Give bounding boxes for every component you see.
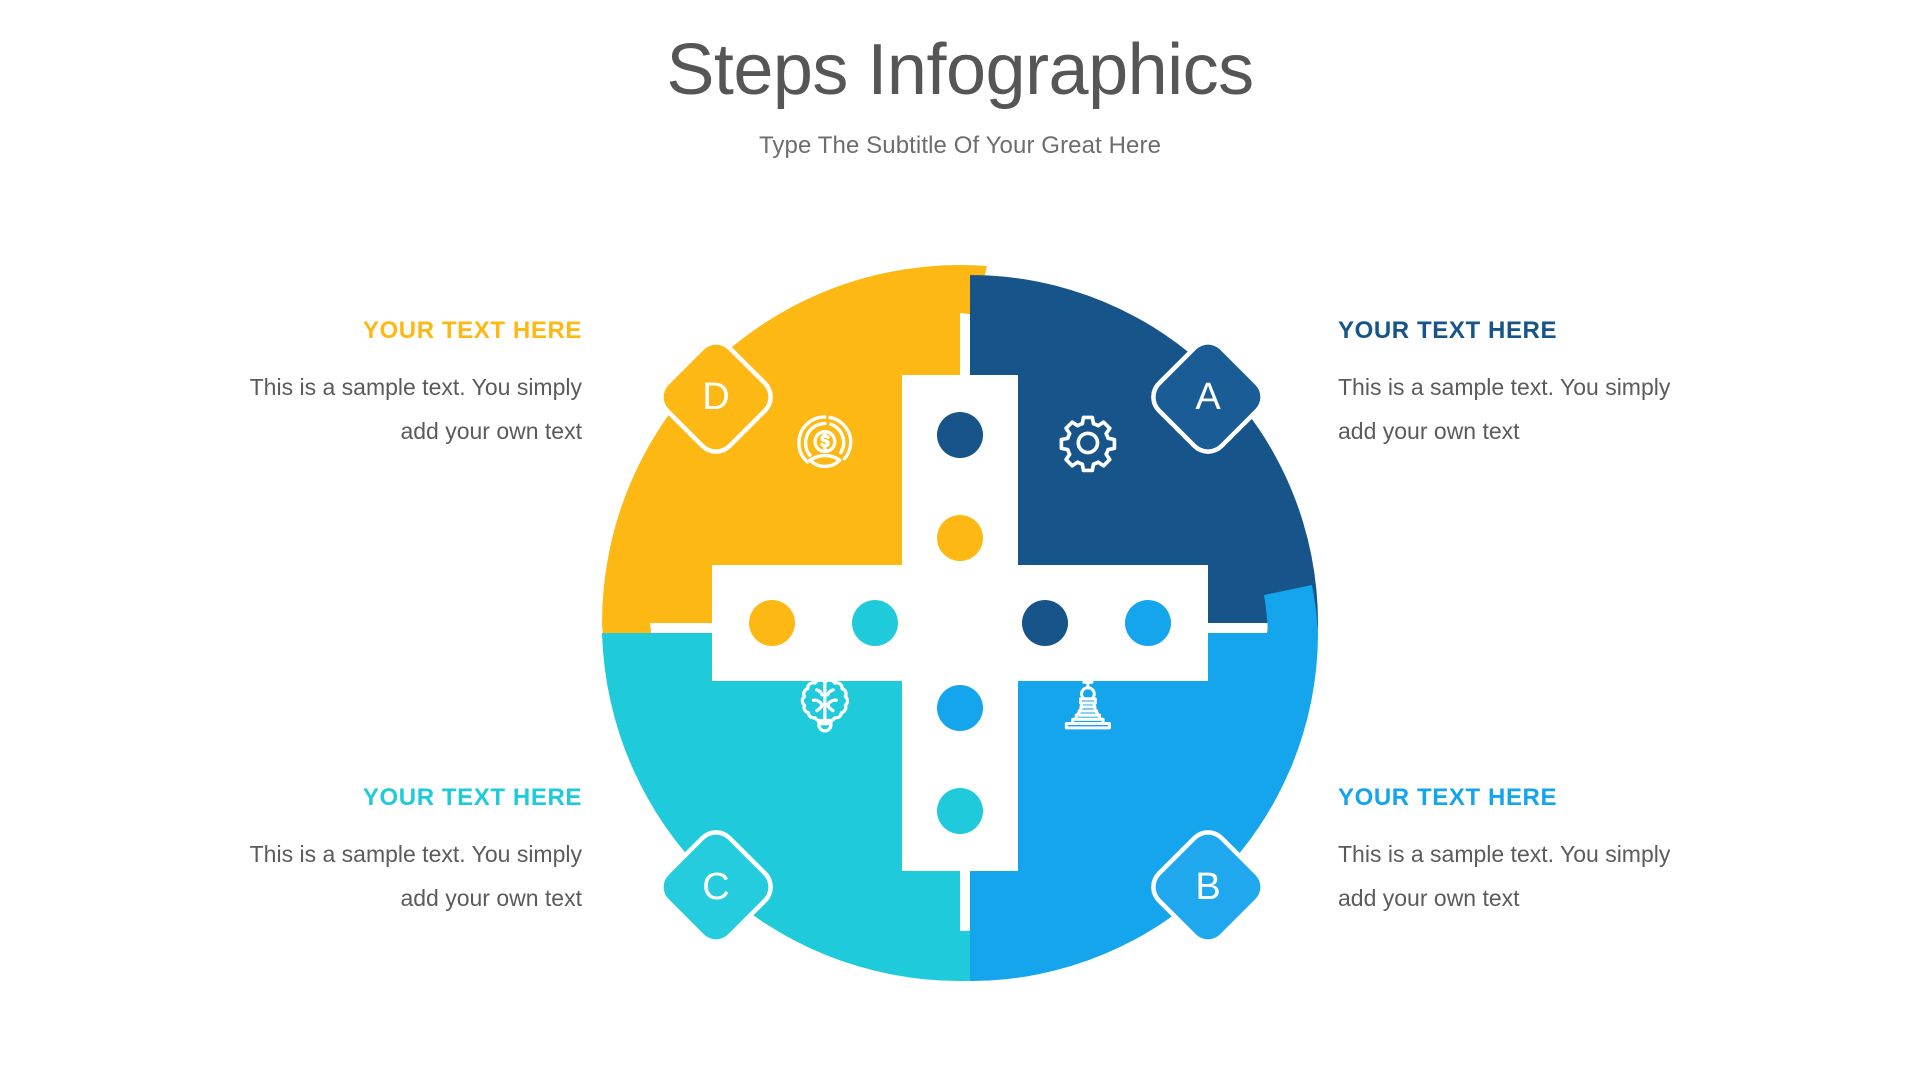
text-block-d-title: YOUR TEXT HERE <box>362 317 582 344</box>
dot-top-1 <box>937 412 983 458</box>
badge-b[interactable]: B <box>1149 828 1268 947</box>
badge-a-letter: A <box>1195 376 1221 418</box>
dot-left-2 <box>852 600 898 646</box>
dot-right-2 <box>1125 600 1171 646</box>
chess-king-icon <box>1064 676 1111 730</box>
text-block-b[interactable]: YOUR TEXT HERE This is a sample text. Yo… <box>1338 784 1698 920</box>
badge-c-letter: C <box>702 866 729 908</box>
text-block-c[interactable]: YOUR TEXT HERE This is a sample text. Yo… <box>222 784 582 920</box>
money-pie-chart-icon <box>797 415 853 469</box>
brain-bulb-icon <box>800 678 850 733</box>
segment-b-wedge[interactable] <box>970 585 1318 981</box>
badge-a[interactable]: A <box>1149 338 1268 457</box>
dot-top-2 <box>937 515 983 561</box>
page-header: Steps Infographics Type The Subtitle Of … <box>0 0 1920 160</box>
dot-bottom-2 <box>937 788 983 834</box>
text-block-b-body: This is a sample text. You simply add yo… <box>1338 841 1671 911</box>
text-block-c-title: YOUR TEXT HERE <box>362 784 582 811</box>
center-dot-cluster <box>749 412 1171 834</box>
text-block-a-body: This is a sample text. You simply add yo… <box>1338 374 1671 444</box>
text-block-d[interactable]: YOUR TEXT HERE This is a sample text. Yo… <box>222 317 582 453</box>
text-block-c-body: This is a sample text. You simply add yo… <box>249 841 582 911</box>
dot-bottom-1 <box>937 685 983 731</box>
badge-b-letter: B <box>1195 866 1220 908</box>
text-block-a[interactable]: YOUR TEXT HERE This is a sample text. Yo… <box>1338 317 1698 453</box>
segment-d-wedge[interactable] <box>602 264 987 647</box>
page-subtitle: Type The Subtitle Of Your Great Here <box>758 132 1162 159</box>
dot-right-1 <box>1022 600 1068 646</box>
text-block-d-body: This is a sample text. You simply add yo… <box>249 374 582 444</box>
badge-c[interactable]: C <box>657 828 776 947</box>
steps-infographic-diagram: D A C B <box>592 255 1328 991</box>
dot-left-1 <box>749 600 795 646</box>
text-block-b-title: YOUR TEXT HERE <box>1338 784 1558 811</box>
gear-icon <box>1059 415 1117 473</box>
page-title: Steps Infographics <box>666 30 1254 110</box>
badge-d[interactable]: D <box>657 338 776 457</box>
text-block-a-title: YOUR TEXT HERE <box>1338 317 1558 344</box>
badge-d-letter: D <box>702 376 729 418</box>
